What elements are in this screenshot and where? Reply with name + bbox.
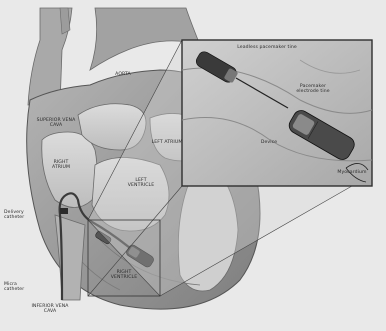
catheter-tip (60, 208, 68, 214)
label-superior-vena-cava: Superior vena cava (36, 118, 76, 128)
label-aorta: Aorta (108, 72, 138, 77)
label-delivery-catheter: Delivery catheter (4, 210, 38, 220)
label-left-ventricle: Left ventricle (124, 178, 158, 188)
label-left-atrium: Left atrium (150, 140, 184, 145)
label-inferior-vena-cava: Inferior vena cava (28, 304, 72, 314)
label-inset-mid: Pacemaker electrode tine (288, 84, 338, 94)
label-right-ventricle: Right ventricle (104, 270, 144, 280)
label-inset-tissue: Myocardium (334, 170, 370, 175)
label-micra: Micra catheter (4, 282, 38, 292)
label-right-atrium: Right atrium (44, 160, 78, 170)
label-inset-top: Leadless pacemaker tine (222, 45, 312, 50)
label-inset-device: Device (254, 140, 284, 145)
branch-vessel (60, 8, 70, 34)
